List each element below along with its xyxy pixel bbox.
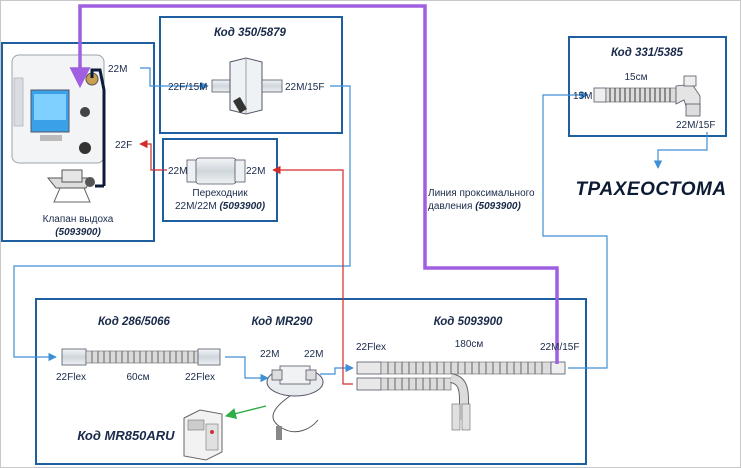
adapter-frame	[162, 138, 278, 222]
trach-to-stoma-line	[653, 132, 708, 169]
filter-port-left: 22F/15M	[168, 82, 207, 93]
ventilator-port-out: 22M	[108, 64, 127, 75]
stoma-label: ТРАХЕОСТОМА	[575, 179, 726, 200]
hose-length: 60см	[127, 372, 150, 383]
circuit-code: Код 5093900	[434, 316, 503, 328]
trach-tube-frame	[568, 36, 727, 137]
ventilator-internal-line	[90, 68, 106, 186]
circuit-180cm-icon	[356, 361, 566, 431]
filter-frame	[159, 16, 343, 134]
chamber-to-circuit-line	[320, 363, 354, 375]
adapter-icon	[186, 157, 246, 185]
proximal-pressure-line	[69, 4, 559, 364]
proximal-line-label-2-row: давления (5093900)	[428, 201, 521, 212]
proximal-line-label-2: давления	[428, 201, 472, 212]
adapter-code: (5093900)	[219, 201, 265, 212]
circuit-port-right: 22M/15F	[540, 342, 579, 353]
valve-code: (5093900)	[55, 227, 101, 238]
circuit-port-left: 22Flex	[356, 342, 386, 353]
circuit-to-trach-line	[542, 90, 608, 369]
trach-length: 15см	[625, 72, 648, 83]
adapter-spec-line: 22M/22M (5093900)	[175, 201, 266, 212]
hose-port-left: 22Flex	[56, 372, 86, 383]
trach-port-right: 22M/15F	[676, 120, 715, 131]
circuit-frame	[35, 298, 587, 465]
vent-to-filter-line	[140, 67, 209, 91]
hose-code: Код 286/5066	[98, 316, 171, 328]
humidifier-device-icon	[183, 409, 223, 461]
adapter-port-right: 22M	[246, 166, 265, 177]
hose-to-chamber-line	[225, 356, 269, 383]
trach-code: Код 331/5385	[611, 47, 684, 59]
valve-label: Клапан выдоха	[43, 214, 114, 225]
circuit-length: 180см	[455, 339, 484, 350]
humidifier-chamber-icon	[266, 365, 324, 440]
humidifier-code: Код MR850ARU	[77, 428, 175, 443]
chamber-port-right: 22M	[304, 349, 323, 360]
ventilator-frame	[1, 42, 155, 242]
trach-tube-icon	[593, 75, 701, 117]
chamber-code: Код MR290	[251, 316, 313, 328]
chamber-port-left: 22M	[260, 349, 279, 360]
adapter-spec: 22M/22M	[175, 201, 217, 212]
hose-port-right: 22Flex	[185, 372, 215, 383]
filter-icon	[211, 57, 283, 115]
ventilator-device-icon	[11, 54, 105, 203]
trach-port-left: 15M	[573, 91, 592, 102]
hose-60cm-icon	[61, 348, 221, 366]
adapter-to-vent-line	[139, 139, 167, 171]
ventilator-port-in: 22F	[115, 140, 132, 151]
proximal-line-label-1: Линия проксимального	[428, 188, 535, 199]
proximal-line-code: (5093900)	[475, 201, 521, 212]
chamber-to-humidifier-line	[224, 405, 267, 419]
filter-port-right: 22M/15F	[285, 82, 324, 93]
filter-code: Код 350/5879	[214, 27, 287, 39]
circuit-to-adapter-line	[272, 165, 353, 385]
adapter-name: Переходник	[192, 188, 248, 199]
adapter-port-left: 22M	[168, 166, 187, 177]
filter-to-hose-line	[13, 85, 351, 362]
